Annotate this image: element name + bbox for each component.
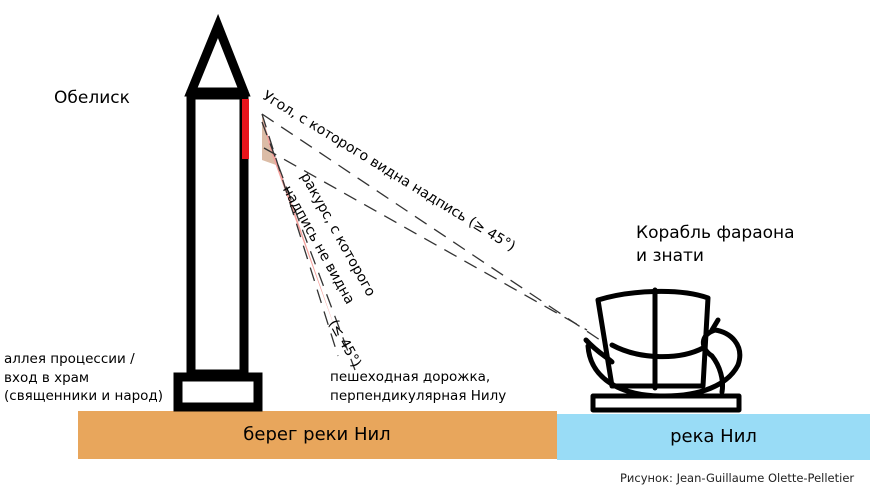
alley-label: аллея процессии / вход в храм (священник… <box>4 350 163 406</box>
footpath-label-line-1: пешеходная дорожка, <box>330 369 491 385</box>
obelisk-label: Обелиск <box>54 88 130 108</box>
alley-label-line-2: вход в храм <box>4 369 90 386</box>
river-label: река Нил <box>670 426 757 447</box>
ship-label-line-1: Корабль фараона <box>636 223 795 243</box>
alley-label-line-1: аллея процессии / <box>4 351 135 367</box>
ship-shape <box>583 287 743 413</box>
obelisk-shape <box>173 13 263 412</box>
ship-label: Корабль фараона и знати <box>636 222 795 268</box>
inscription-mark <box>242 99 249 159</box>
nile-bank-strip <box>78 411 557 459</box>
sight-lines <box>261 113 601 371</box>
footpath-label: пешеходная дорожка, перпендикулярная Нил… <box>330 368 506 405</box>
credit-label: Рисунок: Jean-Guillaume Olette-Pelletier <box>620 471 855 485</box>
footpath-label-line-2: перпендикулярная Нилу <box>330 387 507 404</box>
bank-label: берег реки Нил <box>243 424 391 445</box>
ship-label-line-2: и знати <box>636 246 704 266</box>
nile-river-strip <box>557 414 870 460</box>
alley-label-line-3: (священники и народ) <box>4 388 164 404</box>
